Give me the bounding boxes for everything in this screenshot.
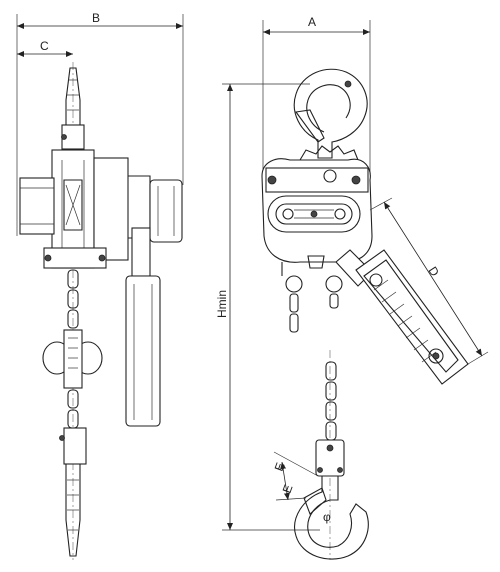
side-view: B C	[16, 11, 184, 560]
label-d: D	[425, 264, 442, 279]
label-e-lower: E	[280, 483, 296, 495]
top-hook-side	[61, 67, 85, 150]
label-e: E	[272, 461, 288, 473]
bottom-hook-front: φ	[294, 439, 369, 560]
hand-chain-loop-side	[42, 329, 103, 389]
label-c: C	[40, 39, 49, 53]
top-gear	[299, 145, 359, 161]
lever-handle-front	[335, 249, 469, 385]
front-view: A Hmin	[215, 15, 489, 560]
label-b: B	[92, 11, 100, 25]
dimension-hmin: Hmin	[215, 83, 320, 531]
label-phi: φ	[323, 510, 331, 524]
chain-drops-front	[285, 275, 343, 333]
lever-handle-side	[125, 227, 161, 427]
dimension-c: C	[17, 39, 73, 57]
label-a: A	[308, 15, 316, 29]
hoist-body-side	[19, 149, 183, 269]
top-hook-front	[293, 68, 368, 159]
bottom-hook-side	[59, 427, 87, 557]
label-hmin: Hmin	[215, 290, 229, 318]
dimension-e: E E	[272, 451, 319, 501]
dimension-a: A	[262, 15, 371, 186]
